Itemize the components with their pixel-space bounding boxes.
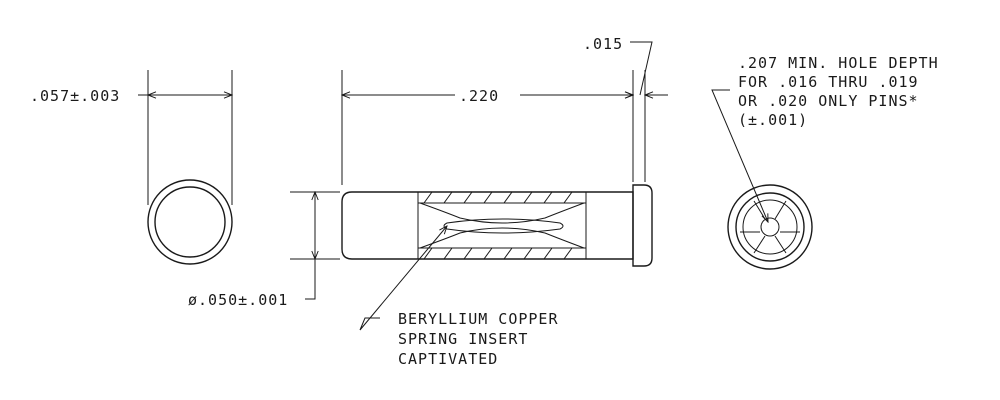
body-outline xyxy=(341,191,634,260)
hole-depth-line-4: (±.001) xyxy=(738,111,808,129)
flange xyxy=(632,184,653,267)
hole-depth-note: .207 MIN. HOLE DEPTH FOR .016 THRU .019 … xyxy=(738,54,939,129)
hole-depth-line-1: .207 MIN. HOLE DEPTH xyxy=(738,54,939,72)
flange-thickness-label: .015 xyxy=(583,35,623,53)
outer-ring xyxy=(727,184,813,270)
right-end-view xyxy=(711,89,813,270)
inner-circle xyxy=(154,186,226,258)
finger-slots xyxy=(740,200,800,254)
overall-length-label: .220 xyxy=(459,87,499,105)
spring-slot xyxy=(443,218,564,234)
hatching xyxy=(423,191,573,260)
body-diameter-label: ø.050±.001 xyxy=(188,291,288,309)
insert-line-2: SPRING INSERT xyxy=(398,330,528,348)
body-diameter-leader xyxy=(305,259,316,300)
spring-lower xyxy=(419,227,585,249)
hole-depth-leader xyxy=(711,89,768,222)
side-view xyxy=(290,41,668,331)
left-end-view xyxy=(138,70,233,265)
hole-depth-line-2: FOR .016 THRU .019 xyxy=(738,73,919,91)
insert-line-3: CAPTIVATED xyxy=(398,350,498,368)
side-diameter-label: .057±.003 xyxy=(30,87,120,105)
spring-upper xyxy=(419,202,585,224)
insert-note: BERYLLIUM COPPER SPRING INSERT CAPTIVATE… xyxy=(398,310,559,368)
finger-ring xyxy=(742,199,798,255)
hole-depth-line-3: OR .020 ONLY PINS* xyxy=(738,92,919,110)
flange-leader xyxy=(630,41,653,96)
sleeve-band-top xyxy=(417,191,587,204)
center-hole xyxy=(760,217,780,237)
sleeve-band-bottom xyxy=(417,247,587,260)
insert-leader xyxy=(359,226,447,331)
insert-line-1: BERYLLIUM COPPER xyxy=(398,310,559,328)
outer-circle xyxy=(147,179,233,265)
inner-ring xyxy=(735,192,805,262)
